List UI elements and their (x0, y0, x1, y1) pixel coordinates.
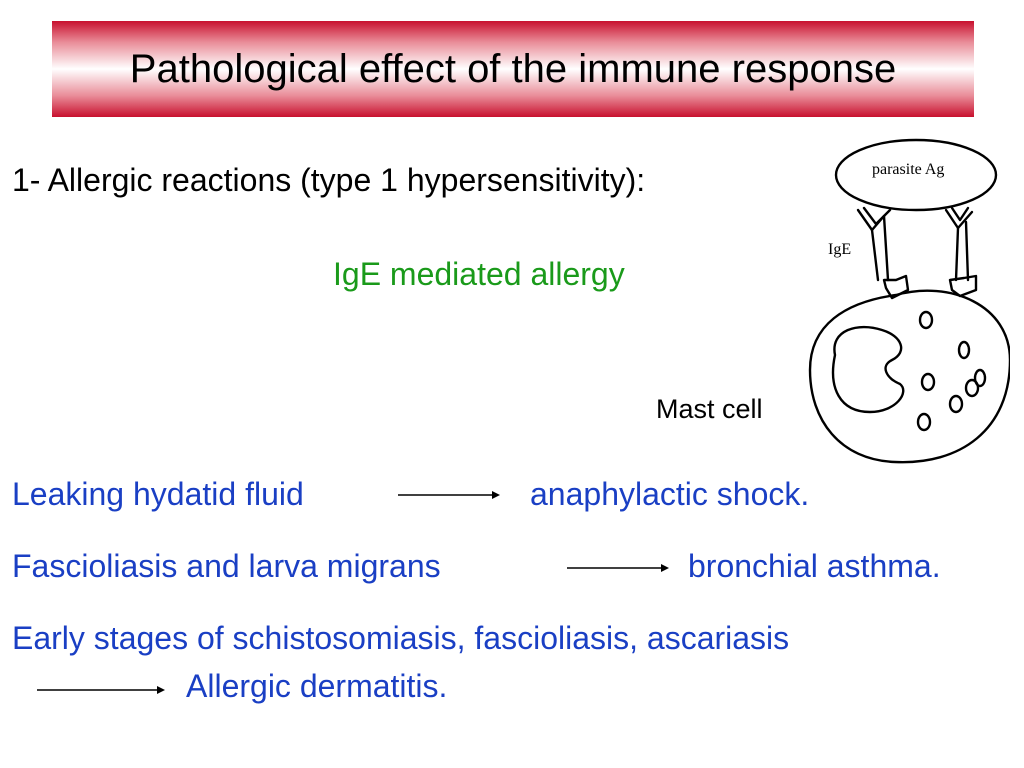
ige-label: IgE (828, 241, 851, 258)
antigen-label: parasite Ag (872, 161, 944, 178)
effect-text-2: bronchial asthma. (688, 548, 941, 584)
ige-antibody-right-icon (944, 206, 974, 282)
granules (916, 310, 987, 432)
receptor-right (948, 274, 978, 298)
title-banner: Pathological effect of the immune respon… (52, 21, 974, 117)
effect-text-3: Allergic dermatitis. (186, 668, 448, 704)
cause-text-2: Fascioliasis and larva migrans (12, 548, 441, 584)
ige-antibody-left-icon (856, 206, 892, 282)
receptor-left (882, 274, 910, 300)
cause-text-1: Leaking hydatid fluid (12, 476, 304, 512)
arrow-icon-2 (567, 564, 669, 572)
mast-cell-label: Mast cell (656, 394, 763, 424)
arrow-icon-1 (398, 491, 500, 499)
cause-text-3: Early stages of schistosomiasis, fasciol… (12, 620, 790, 656)
parasite-antigen-shape (834, 138, 998, 212)
mast-cell-nucleus (831, 325, 905, 414)
slide-title: Pathological effect of the immune respon… (129, 46, 897, 91)
arrow-icon-3 (37, 686, 165, 694)
mast-cell-diagram: parasite Ag IgE (808, 138, 1010, 464)
section-heading: 1- Allergic reactions (type 1 hypersensi… (12, 162, 646, 198)
ige-subheading: IgE mediated allergy (333, 256, 625, 292)
effect-text-1: anaphylactic shock. (530, 476, 810, 512)
mast-cell-membrane (808, 289, 1010, 464)
